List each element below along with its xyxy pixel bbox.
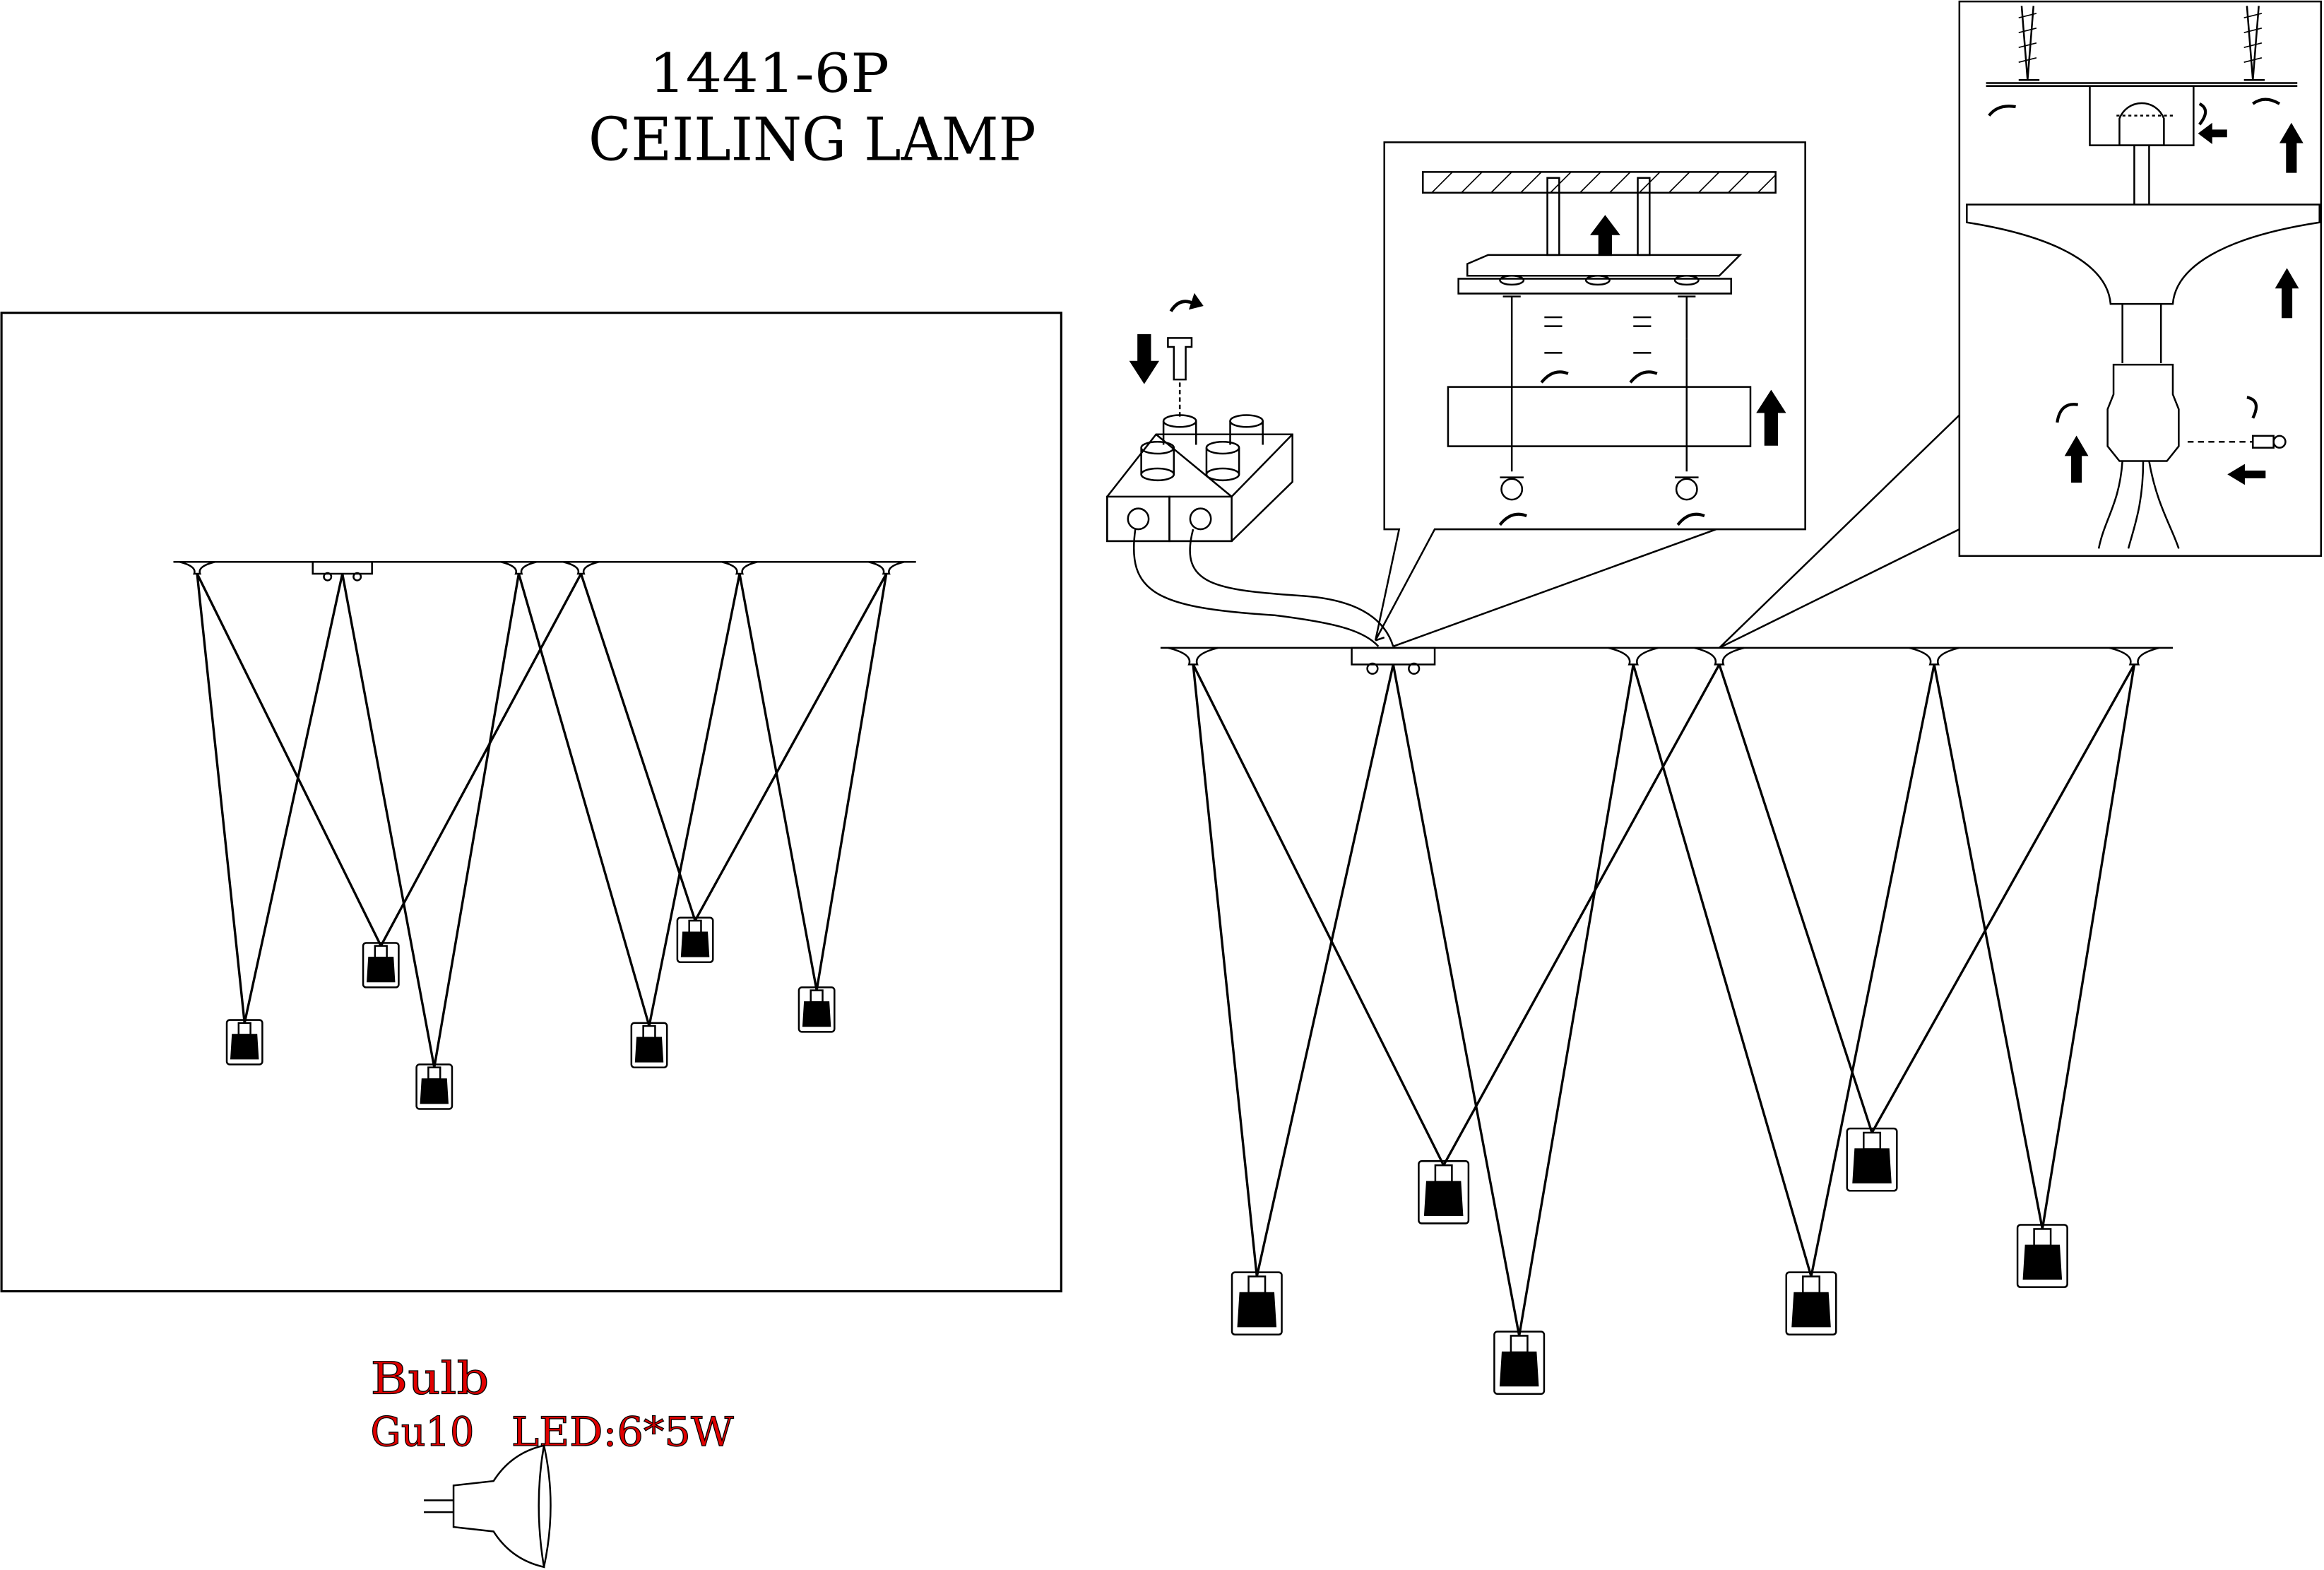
- canopy: [179, 560, 215, 575]
- up-arrow-icon: [2279, 122, 2304, 173]
- suspension-cable: [1810, 664, 1935, 1277]
- bulb-power: LED:6*5W: [511, 1409, 735, 1456]
- terminal: [352, 572, 362, 582]
- lamp-shade: [1493, 1330, 1546, 1395]
- suspension-cable: [196, 573, 246, 1023]
- bulb-type: Gu10: [371, 1409, 475, 1456]
- gu10-bulb: [634, 1037, 664, 1063]
- lamp-shade: [415, 1063, 453, 1110]
- canopy: [1909, 647, 1960, 666]
- down-arrow-icon: [1129, 334, 1160, 384]
- left-arrow-icon: [2198, 122, 2227, 144]
- ceiling-mount-detail: [1374, 141, 1806, 648]
- suspension-cable: [341, 573, 436, 1068]
- canopy: [563, 560, 599, 575]
- gu10-bulb: [420, 1078, 449, 1104]
- lamp-socket: [1802, 1275, 1821, 1294]
- gu10-bulb-icon: [424, 1444, 552, 1569]
- bulb-heading: Bulb: [371, 1352, 490, 1404]
- lamp-shade: [225, 1019, 263, 1066]
- lamp-socket: [688, 919, 702, 934]
- model-number: 1441-6P: [649, 42, 889, 105]
- suspension-cable: [738, 573, 818, 991]
- lamp-shade: [630, 1022, 668, 1068]
- front-view-lamp: [173, 560, 916, 1110]
- driver-box: [312, 560, 373, 575]
- suspension-cable: [1933, 664, 2044, 1229]
- suspension-cable: [379, 573, 582, 947]
- terminal-block-detail: [1106, 293, 1394, 647]
- lamp-shade: [2016, 1224, 2068, 1288]
- gu10-bulb: [230, 1034, 259, 1060]
- suspension-cable: [1192, 664, 1258, 1277]
- lamp-socket: [642, 1025, 656, 1039]
- canopy: [1168, 647, 1219, 666]
- suspension-cable: [1442, 663, 1721, 1166]
- lamp-shade: [1785, 1271, 1837, 1336]
- lamp-socket: [374, 945, 388, 959]
- canopy: [1694, 647, 1745, 666]
- lamp-socket: [1863, 1131, 1882, 1150]
- gu10-bulb: [1499, 1351, 1539, 1387]
- lamp-shade: [1418, 1160, 1470, 1224]
- lamp-socket: [1434, 1164, 1453, 1183]
- lamp-shade: [1846, 1127, 1898, 1192]
- lamp-shade: [798, 986, 836, 1033]
- terminal: [323, 572, 333, 582]
- lamp-socket: [810, 989, 824, 1003]
- up-arrow-icon: [2064, 435, 2089, 483]
- left-arrow-icon: [2227, 464, 2266, 485]
- suspension-cable: [648, 573, 741, 1027]
- up-arrow-icon: [1589, 215, 1620, 256]
- lamp-socket: [1510, 1335, 1529, 1354]
- canopy: [500, 560, 537, 575]
- gu10-bulb: [680, 931, 710, 957]
- suspension-cable: [1518, 664, 1635, 1336]
- lamp-shade: [1231, 1271, 1283, 1336]
- suspension-cable: [196, 573, 382, 947]
- suspension-cable: [1632, 663, 1813, 1277]
- suspension-cable: [1255, 664, 1394, 1277]
- lamp-shade: [676, 916, 714, 963]
- driver-box: [1351, 647, 1436, 666]
- installed-view-lamp: [1160, 647, 2173, 1395]
- suspension-cable: [815, 573, 888, 991]
- gu10-bulb: [1791, 1292, 1831, 1328]
- suspension-cable: [1718, 663, 1873, 1133]
- lamp-socket: [1247, 1275, 1267, 1294]
- canopy: [1608, 647, 1659, 666]
- terminal: [1366, 662, 1379, 675]
- suspension-cable: [517, 573, 651, 1027]
- canopy: [721, 560, 758, 575]
- lamp-shade: [362, 942, 400, 988]
- terminal: [1408, 662, 1421, 675]
- lamp-socket: [237, 1022, 251, 1036]
- product-name: CEILING LAMP: [588, 105, 1036, 175]
- canopy: [868, 560, 905, 575]
- suspension-cable: [1192, 663, 1445, 1166]
- canopy: [2109, 647, 2159, 666]
- socket-detail: [1719, 0, 2323, 649]
- front-view-frame: [0, 312, 1062, 1293]
- gu10-bulb: [2022, 1244, 2063, 1280]
- gu10-bulb: [1852, 1148, 1892, 1184]
- gu10-bulb: [367, 957, 396, 983]
- suspension-cable: [433, 573, 521, 1068]
- suspension-cable: [1871, 663, 2135, 1133]
- up-arrow-icon: [2275, 268, 2299, 319]
- suspension-cable: [579, 573, 696, 921]
- up-arrow-icon: [1756, 389, 1786, 446]
- suspension-cable: [694, 573, 888, 921]
- suspension-cable: [2041, 664, 2136, 1229]
- suspension-cable: [1392, 664, 1521, 1336]
- lamp-socket: [2033, 1228, 2052, 1247]
- suspension-cable: [243, 573, 344, 1024]
- lamp-socket: [427, 1066, 441, 1080]
- gu10-bulb: [1423, 1181, 1464, 1216]
- gu10-bulb: [1237, 1292, 1277, 1328]
- gu10-bulb: [802, 1001, 831, 1027]
